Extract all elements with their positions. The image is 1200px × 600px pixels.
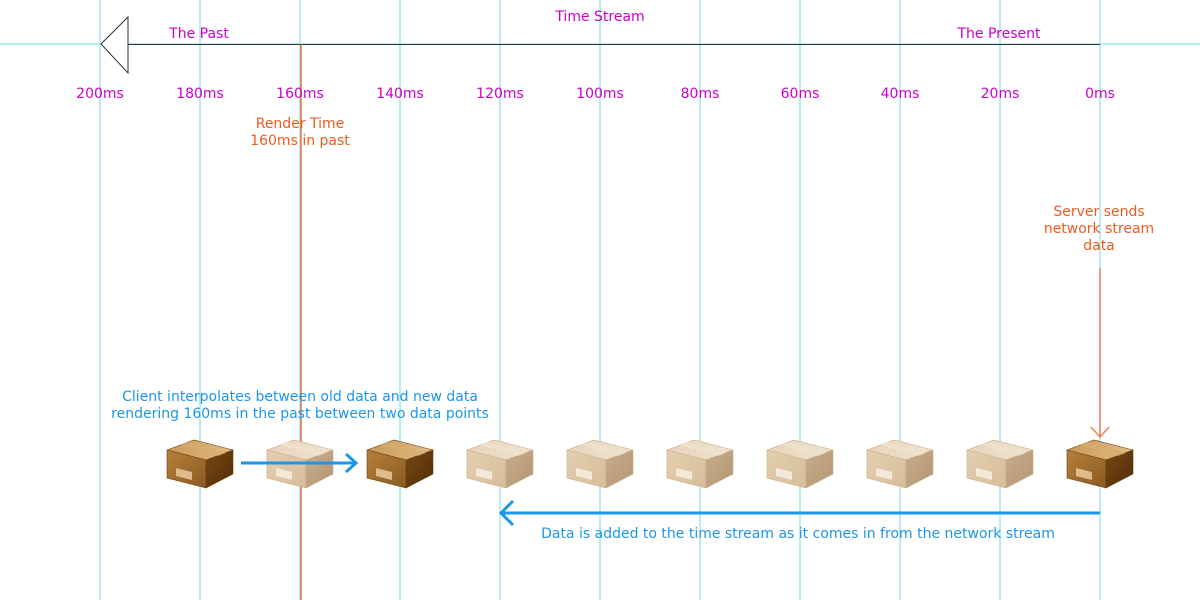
past-label: The Past: [169, 26, 229, 42]
data-added-label: Data is added to the time stream as it c…: [541, 526, 1055, 542]
client-label-line2: rendering 160ms in the past between two …: [111, 406, 489, 422]
package-box-icon: [965, 439, 1035, 489]
tick-label: 20ms: [980, 86, 1020, 102]
timeline-arrowhead-icon: [100, 15, 129, 75]
diagram-title: Time Stream: [555, 9, 645, 25]
tick-label: 0ms: [1085, 86, 1115, 102]
grid-lines: [99, 0, 1101, 600]
render-time-label: Render Time: [255, 116, 345, 132]
tick-label: 120ms: [476, 86, 524, 102]
tick-label: 200ms: [76, 86, 124, 102]
package-box-icon: [565, 439, 635, 489]
data-added-arrow-icon: [498, 499, 1100, 527]
present-label: The Present: [957, 26, 1041, 42]
tick-label: 100ms: [576, 86, 624, 102]
package-box-icon: [865, 439, 935, 489]
package-box-icon: [365, 439, 435, 489]
data-boxes: [165, 439, 1135, 489]
package-box-icon: [265, 439, 335, 489]
package-box-icon: [665, 439, 735, 489]
tick-label: 140ms: [376, 86, 424, 102]
server-label-line3: data: [1083, 238, 1115, 254]
client-label-line1: Client interpolates between old data and…: [122, 389, 478, 405]
package-box-icon: [165, 439, 235, 489]
package-box-icon: [465, 439, 535, 489]
tick-label: 160ms: [276, 86, 324, 102]
package-box-icon: [1065, 439, 1135, 489]
tick-label: 60ms: [780, 86, 820, 102]
server-label-line1: Server sends: [1053, 204, 1145, 220]
tick-label: 80ms: [680, 86, 720, 102]
tick-label: 180ms: [176, 86, 224, 102]
render-time-sublabel: 160ms in past: [250, 133, 350, 149]
tick-label: 40ms: [880, 86, 920, 102]
server-down-arrow-icon: [1090, 268, 1110, 439]
package-box-icon: [765, 439, 835, 489]
interpolation-arrow-icon: [241, 452, 359, 474]
server-label-line2: network stream: [1043, 221, 1155, 237]
